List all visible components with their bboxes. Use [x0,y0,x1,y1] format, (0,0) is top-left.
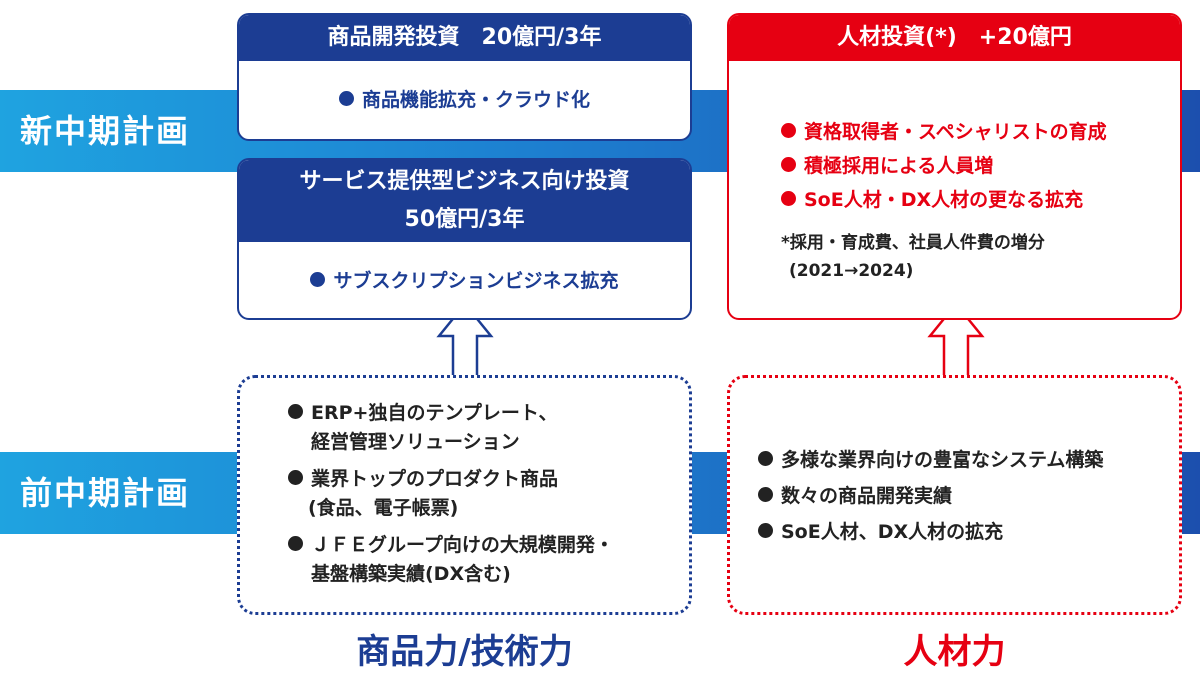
prev-hr-item-text: 多様な業界向けの豊富なシステム構築 [781,448,1104,471]
bullet-dot [758,522,773,538]
new-plan-label: 新中期計画 [20,112,191,150]
hr-invest-bullet-text: 積極採用による人員増 [804,154,994,177]
bullet-dot [310,272,326,287]
hr-invest-bullet: 資格取得者・スペシャリストの育成 [781,113,1180,147]
service-invest-header: サービス提供型ビジネス向け投資 50億円/3年 [239,160,690,242]
prev-plan-label: 前中期計画 [20,474,191,512]
bullet-dot [781,156,796,172]
bullet-dot [758,450,773,466]
service-invest-bullet: サブスクリプションビジネス拡充 [310,266,619,293]
bullet-dot [288,536,303,551]
prev-product-item: 業界トップのプロダクト商品 (食品、電子帳票) [288,462,689,524]
hr-invest-header: 人材投資(*) +20億円 [729,15,1180,61]
product-tech-label: 商品力/技術力 [356,632,573,672]
service-invest-box: サービス提供型ビジネス向け投資 50億円/3年 サブスクリプションビジネス拡充 [237,158,692,320]
hr-invest-note: *採用・育成費、社員人件費の増分 (2021→2024) [781,229,1180,285]
prev-hr-box: 多様な業界向けの豊富なシステム構築 数々の商品開発実績 SoE人材、DX人材の拡… [727,375,1182,615]
product-invest-bullet: 商品機能拡充・クラウド化 [338,85,590,112]
bullet-dot [288,404,303,419]
hr-invest-bullet-text: SoE人材・DX人材の更なる拡充 [804,188,1084,211]
product-invest-header: 商品開発投資 20億円/3年 [239,15,690,61]
hr-invest-note-line2: (2021→2024) [789,261,914,281]
service-invest-bullet-text: サブスクリプションビジネス拡充 [333,270,619,292]
bullet-dot [288,470,303,485]
service-invest-title-line1: サービス提供型ビジネス向け投資 [299,169,630,194]
prev-hr-item: SoE人材、DX人材の拡充 [758,512,1179,548]
prev-hr-item: 多様な業界向けの豊富なシステム構築 [758,440,1179,476]
prev-product-item-line1: 業界トップのプロダクト商品 [311,468,559,490]
bullet-dot [781,190,796,206]
prev-product-item-line2: 経営管理ソリューション [311,431,520,453]
hr-invest-box: 人材投資(*) +20億円 資格取得者・スペシャリストの育成 積極採用による人員… [727,13,1182,320]
service-invest-title-line2: 50億円/3年 [404,207,525,232]
product-invest-box: 商品開発投資 20億円/3年 商品機能拡充・クラウド化 [237,13,692,141]
hr-invest-title: 人材投資(*) +20億円 [837,25,1072,50]
bullet-dot [758,486,773,502]
hr-invest-bullet: SoE人材・DX人材の更なる拡充 [781,181,1180,215]
prev-product-box: ERP+独自のテンプレート、 経営管理ソリューション 業界トップのプロダクト商品… [237,375,692,615]
product-invest-title: 商品開発投資 20億円/3年 [327,25,602,50]
prev-product-item-line2: (食品、電子帳票) [308,497,459,519]
bullet-dot [338,91,354,106]
prev-product-item: ＪＦＥグループ向けの大規模開発・ 基盤構築実績(DX含む) [288,528,689,590]
hr-invest-note-line1: *採用・育成費、社員人件費の増分 [781,233,1045,253]
prev-hr-item-text: 数々の商品開発実績 [781,484,953,507]
prev-product-item-line1: ERP+独自のテンプレート、 [311,402,558,424]
prev-product-item-line2: 基盤構築実績(DX含む) [311,563,511,585]
hr-power-label: 人材力 [903,632,1006,672]
bullet-dot [781,122,796,138]
prev-product-item: ERP+独自のテンプレート、 経営管理ソリューション [288,396,689,458]
product-invest-bullet-text: 商品機能拡充・クラウド化 [361,89,590,111]
hr-invest-bullet-text: 資格取得者・スペシャリストの育成 [804,120,1107,143]
prev-product-item-line1: ＪＦＥグループ向けの大規模開発・ [311,534,614,556]
prev-hr-item-text: SoE人材、DX人材の拡充 [781,520,1004,543]
prev-hr-item: 数々の商品開発実績 [758,476,1179,512]
hr-invest-bullet: 積極採用による人員増 [781,147,1180,181]
